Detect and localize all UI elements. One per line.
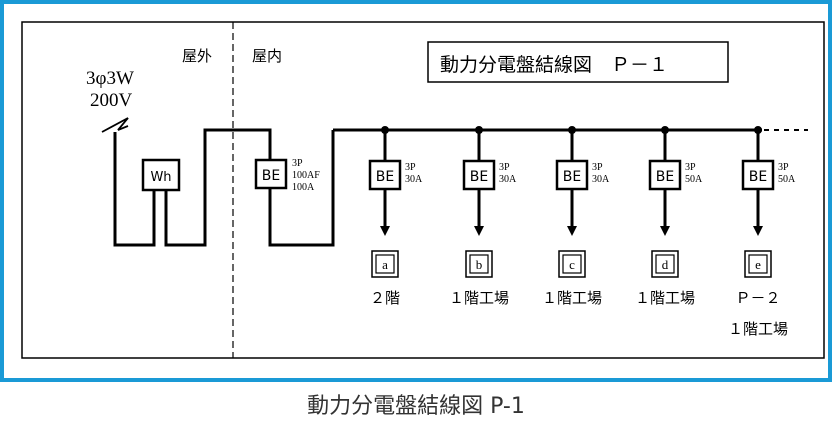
wire-meter-to-main	[164, 128, 272, 247]
branch-breaker-label-3: BE	[563, 169, 581, 185]
branch-arrow-5	[753, 226, 763, 236]
branch-breaker-label-5: BE	[749, 169, 767, 185]
load-label-5: e	[755, 257, 761, 272]
figure-caption: 動力分電盤結線図 P-1	[307, 394, 525, 419]
load-label-3: c	[569, 257, 575, 272]
meter-label: Wh	[150, 170, 171, 185]
branch-arrow-2	[474, 226, 484, 236]
branch-spec-2-2: 30A	[499, 174, 517, 185]
load-box-inner-4	[655, 254, 675, 274]
zone-indoor-label: 屋内	[252, 47, 282, 65]
main-breaker-spec-2: 100AF	[292, 170, 320, 181]
branch-circuits: BE3P30Aa２階BE3P30Ab１階工場BE3P30Ac１階工場BE3P50…	[368, 126, 796, 338]
branch-arrow-3	[567, 226, 577, 236]
load-label-4: d	[662, 257, 669, 272]
supply-phase: 3φ3W	[86, 68, 134, 89]
meter-box	[141, 158, 181, 192]
branch-breaker-box-1	[368, 159, 402, 191]
load-label-2: b	[476, 257, 483, 272]
branch-arrow-4	[660, 226, 670, 236]
branch-arrow-1	[380, 226, 390, 236]
supply-voltage: 200V	[90, 90, 133, 111]
main-breaker-spec-3: 100A	[292, 182, 315, 193]
branch-breaker-label-1: BE	[376, 169, 394, 185]
incoming-arrow-symbol	[101, 117, 129, 133]
load-box-inner-3	[562, 254, 582, 274]
zone-outdoor-label: 屋外	[182, 47, 212, 65]
branch-spec-5-1: 3P	[778, 162, 789, 173]
branch-breaker-label-2: BE	[470, 169, 488, 185]
inner-border	[21, 21, 825, 359]
destination-label-2: １階工場	[449, 289, 509, 307]
branch-spec-5-2: 50A	[778, 174, 796, 185]
diagram-title: 動力分電盤結線図 Ｐ－１	[440, 54, 668, 76]
main-breaker-label: BE	[262, 168, 280, 184]
load-label-1: a	[382, 257, 388, 272]
branch-spec-4-2: 50A	[685, 174, 703, 185]
load-box-inner-1	[375, 254, 395, 274]
destination-label-5-2: １階工場	[728, 320, 788, 338]
wire-supply-to-meter	[113, 132, 156, 247]
destination-label-5: Ｐ－２	[735, 289, 780, 307]
load-box-inner-5	[748, 254, 768, 274]
branch-spec-3-2: 30A	[592, 174, 610, 185]
branch-spec-1-2: 30A	[405, 174, 423, 185]
wiring-diagram: 屋外 屋内 動力分電盤結線図 Ｐ－１ 3φ3W 200V Wh BE 3P 10…	[21, 21, 825, 359]
branch-spec-1-1: 3P	[405, 162, 416, 173]
destination-label-3: １階工場	[542, 289, 602, 307]
destination-label-4: １階工場	[635, 289, 695, 307]
destination-label-1: ２階	[370, 289, 400, 307]
branch-spec-3-1: 3P	[592, 162, 603, 173]
title-box	[427, 41, 729, 83]
branch-spec-4-1: 3P	[685, 162, 696, 173]
main-breaker-spec-1: 3P	[292, 158, 303, 169]
branch-spec-2-1: 3P	[499, 162, 510, 173]
branch-breaker-box-5	[741, 159, 775, 191]
load-box-inner-2	[469, 254, 489, 274]
branch-breaker-box-4	[648, 159, 682, 191]
branch-breaker-label-4: BE	[656, 169, 674, 185]
wire-main-to-bus	[268, 130, 335, 247]
